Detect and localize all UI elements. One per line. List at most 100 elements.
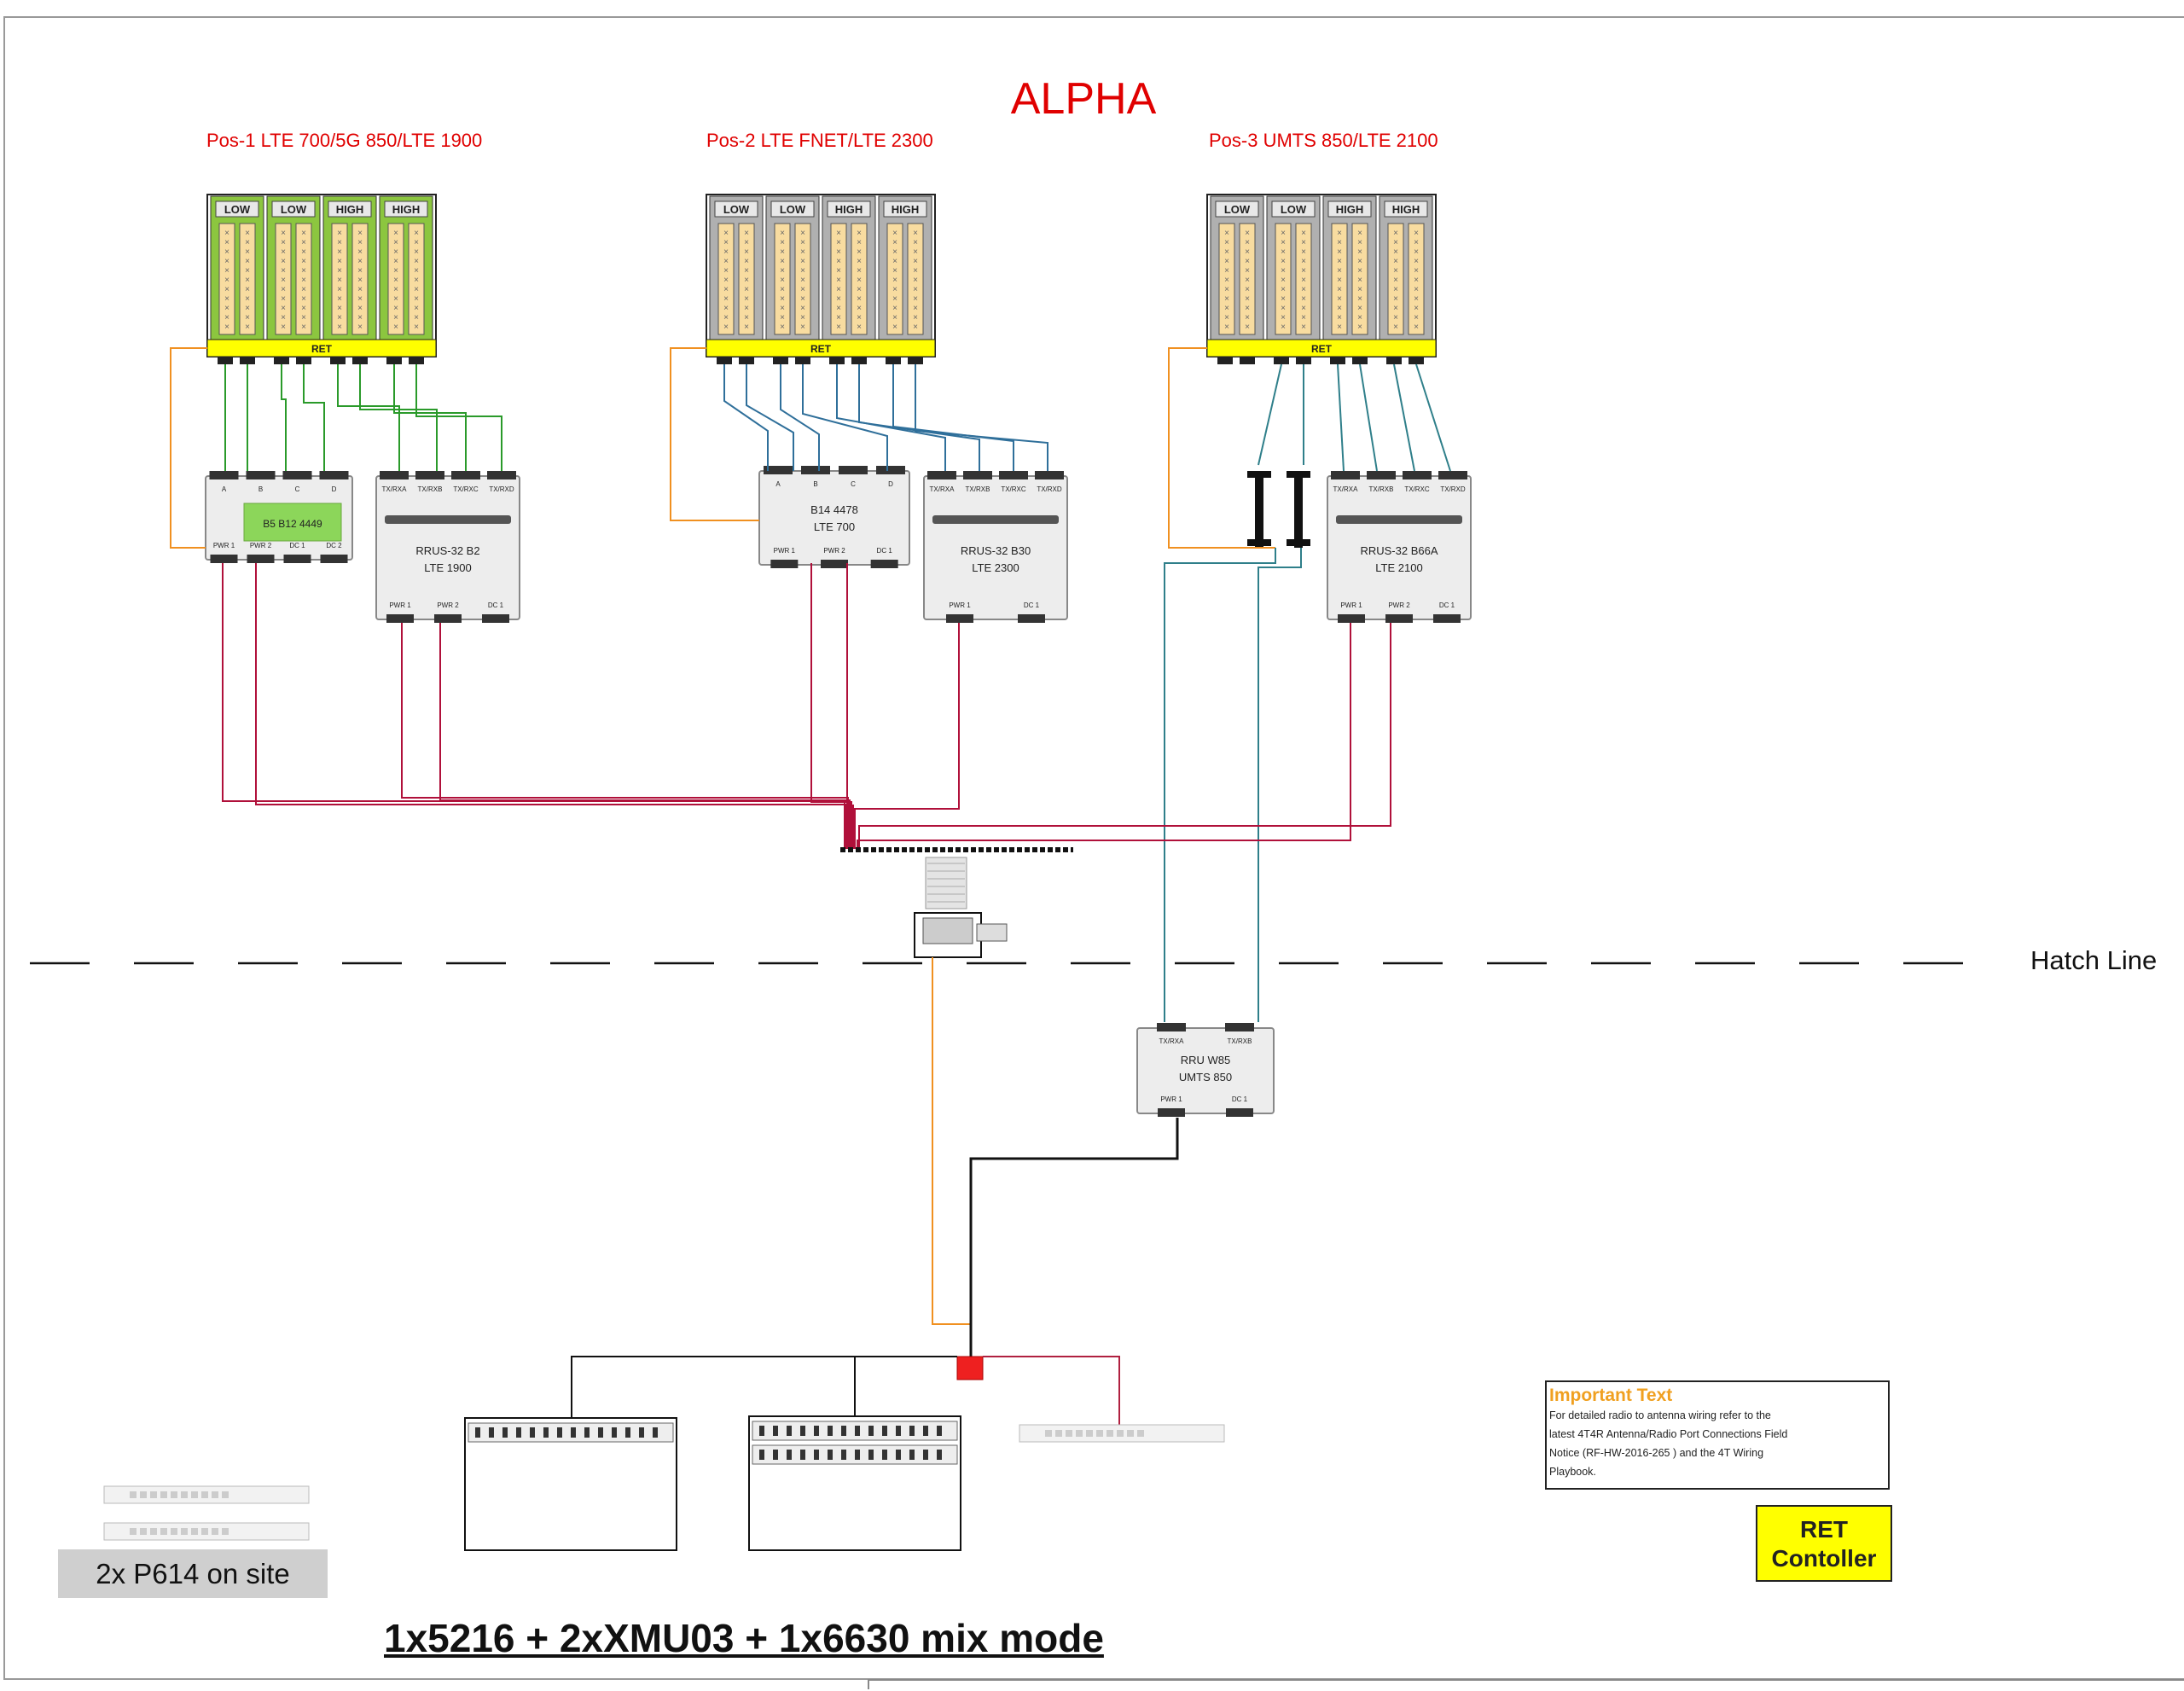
- port-label: PWR 1: [213, 542, 235, 549]
- antenna-jumper: [281, 364, 287, 471]
- radiating-element: ×: [857, 238, 862, 247]
- antenna-port: [352, 357, 368, 364]
- radio-model: B5 B12 4449: [263, 518, 322, 530]
- radiating-element: ×: [1281, 247, 1286, 257]
- radiating-element: ×: [337, 313, 342, 323]
- port-label: DC 1: [488, 601, 504, 609]
- antenna-port: [1240, 357, 1255, 364]
- radiating-element: ×: [1281, 285, 1286, 294]
- port-label: DC 1: [1024, 601, 1040, 609]
- power-cable: [858, 623, 1391, 849]
- antenna-column: [717, 223, 735, 335]
- radiating-element: ×: [393, 229, 398, 238]
- radiating-element: ×: [780, 238, 785, 247]
- radio-top-port: [380, 471, 409, 479]
- radiating-element: ×: [744, 294, 749, 304]
- radiating-element: ×: [1357, 313, 1362, 323]
- radio-top-port: [319, 471, 349, 479]
- radiating-element: ×: [836, 247, 841, 257]
- radio-top-port: [764, 466, 793, 474]
- port-label: PWR 1: [1340, 601, 1362, 609]
- alarm-cable: [983, 1356, 1120, 1433]
- power-cable: [854, 623, 960, 849]
- antenna-band: [765, 195, 820, 340]
- antenna-column: [351, 223, 369, 335]
- radiating-element: ×: [224, 294, 229, 304]
- radiating-element: ×: [1393, 257, 1398, 266]
- radiating-element: ×: [281, 304, 286, 313]
- radiating-element: ×: [393, 323, 398, 332]
- radiating-element: ×: [800, 294, 805, 304]
- antenna-jumper: [915, 364, 1048, 471]
- radiating-element: ×: [913, 238, 918, 247]
- radiating-element: ×: [1337, 323, 1342, 332]
- radiating-element: ×: [857, 276, 862, 285]
- radio-body: [923, 475, 1068, 620]
- antenna-jumper: [415, 364, 502, 471]
- port-label: A: [222, 485, 227, 493]
- radiating-element: ×: [301, 247, 306, 257]
- radiating-element: ×: [1301, 266, 1306, 276]
- radiating-element: ×: [723, 238, 729, 247]
- power-cable: [439, 623, 851, 849]
- radiating-element: ×: [337, 323, 342, 332]
- radio-top-port: [1367, 471, 1396, 479]
- port-label: PWR 2: [1388, 601, 1410, 609]
- radiating-element: ×: [1414, 257, 1419, 266]
- radiating-element: ×: [744, 323, 749, 332]
- port-label: TX/RXB: [418, 485, 443, 493]
- radiating-element: ×: [245, 313, 250, 323]
- dc-bus: [571, 1356, 957, 1429]
- note-line: latest 4T4R Antenna/Radio Port Connectio…: [1549, 1428, 1788, 1440]
- radio-top-port: [415, 471, 444, 479]
- radiating-element: ×: [224, 238, 229, 247]
- antenna-port: [296, 357, 311, 364]
- radiating-element: ×: [281, 276, 286, 285]
- radiating-element: ×: [857, 294, 862, 304]
- radiating-element: ×: [1337, 266, 1342, 276]
- radio-bottom-port: [1385, 614, 1413, 623]
- antenna-jumper: [303, 364, 325, 471]
- radiating-element: ×: [357, 323, 363, 332]
- radiating-element: ×: [723, 266, 729, 276]
- radiating-element: ×: [892, 229, 897, 238]
- port-label: TX/RXB: [1369, 485, 1394, 493]
- position-3-title: Pos-3 UMTS 850/LTE 2100: [1209, 130, 1438, 151]
- radio-bottom-port: [386, 614, 414, 623]
- radiating-element: ×: [414, 257, 419, 266]
- antenna-port: [886, 357, 901, 364]
- port-label: TX/RXC: [1001, 485, 1026, 493]
- antenna-panel: LOW××××××××××××××××××××××LOW××××××××××××…: [206, 194, 437, 364]
- antenna-port: [1274, 357, 1289, 364]
- antenna-port: [908, 357, 923, 364]
- antenna-port: [829, 357, 845, 364]
- radio-bottom-port: [770, 560, 799, 568]
- radio-display: [243, 503, 342, 542]
- feeder-cable: [1258, 548, 1302, 1022]
- power-cable: [857, 623, 1351, 849]
- antenna-jumper: [802, 364, 888, 471]
- band-label: HIGH: [1392, 203, 1420, 216]
- radiating-element: ×: [337, 276, 342, 285]
- radiating-element: ×: [245, 276, 250, 285]
- radiating-element: ×: [1245, 247, 1250, 257]
- radiating-element: ×: [1414, 229, 1419, 238]
- radiating-element: ×: [393, 285, 398, 294]
- radio-top-port: [1225, 1023, 1254, 1031]
- radiating-element: ×: [857, 304, 862, 313]
- port-label: DC 1: [289, 542, 305, 549]
- antenna-band: [822, 195, 876, 340]
- port-label: TX/RXD: [489, 485, 514, 493]
- radio-bottom-port: [320, 555, 348, 563]
- note-line: Playbook.: [1549, 1466, 1596, 1478]
- radiating-element: ×: [245, 229, 250, 238]
- band-label: LOW: [1281, 203, 1307, 216]
- radiating-element: ×: [1357, 238, 1362, 247]
- ret-cable: [670, 347, 759, 521]
- radiating-element: ×: [913, 304, 918, 313]
- radio-top-port: [1438, 471, 1467, 479]
- radiating-element: ×: [1414, 285, 1419, 294]
- radiating-element: ×: [1357, 247, 1362, 257]
- port-label: DC 2: [326, 542, 342, 549]
